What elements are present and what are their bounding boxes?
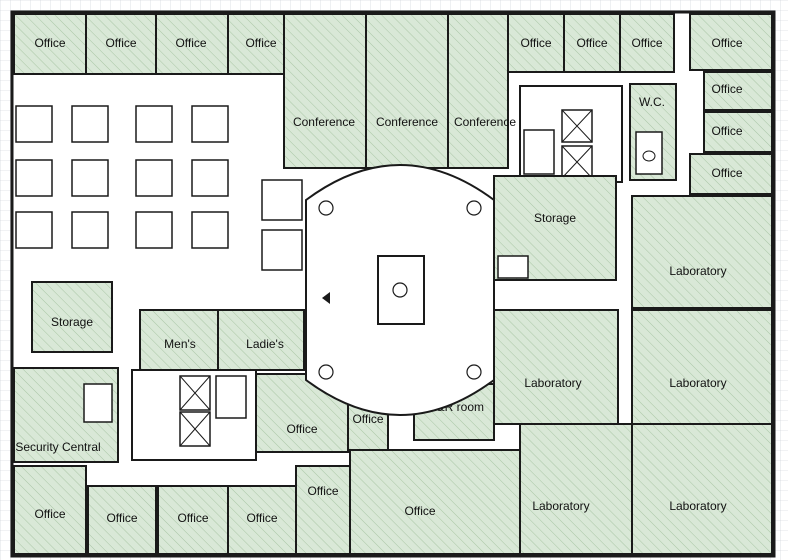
room-office-bottom-3: Office xyxy=(157,485,229,555)
room-mens: Men's xyxy=(139,309,219,371)
room-label: Office xyxy=(352,412,383,426)
room-label: Office xyxy=(711,124,742,138)
room-office-top-1: Office xyxy=(13,13,87,75)
toilet-icon xyxy=(642,150,656,162)
room-office-bottom-4: Office xyxy=(227,485,297,555)
room-label: Conference xyxy=(376,115,438,129)
wc-stall xyxy=(635,131,663,175)
room-office-right-4: Office xyxy=(689,153,773,195)
room-label: Men's xyxy=(164,337,196,351)
room-label: Office xyxy=(286,422,317,436)
room-label: Office xyxy=(711,166,742,180)
room-office-top-2: Office xyxy=(85,13,157,75)
workstation xyxy=(135,211,173,249)
room-label: W.C. xyxy=(639,95,665,109)
room-conference-2: Conference xyxy=(365,13,449,169)
room-office-top-5: Office xyxy=(507,13,565,73)
room-laboratory-2: Laboratory xyxy=(493,309,619,425)
room-label: Office xyxy=(175,36,206,50)
room-office-bottom-2: Office xyxy=(87,485,157,555)
room-laboratory-1: Laboratory xyxy=(631,195,773,309)
room-label: Laboratory xyxy=(669,499,726,513)
room-label: Office xyxy=(105,36,136,50)
room-label: Office xyxy=(246,511,277,525)
security-desk xyxy=(83,383,113,423)
workstation xyxy=(15,105,53,143)
room-wc: W.C. xyxy=(629,83,677,181)
room-label: Conference xyxy=(454,115,516,129)
room-label: Office xyxy=(576,36,607,50)
room-office-top-6: Office xyxy=(563,13,621,73)
room-label: Office xyxy=(631,36,662,50)
elevator-core-top xyxy=(519,85,623,183)
room-laboratory-5: Laboratory xyxy=(631,423,773,555)
plant-icon xyxy=(318,364,334,380)
room-office-mid-3: Office xyxy=(295,465,351,555)
room-office-right-3: Office xyxy=(703,111,773,153)
workstation xyxy=(15,159,53,197)
room-label: Office xyxy=(177,511,208,525)
room-label: Office xyxy=(307,484,338,498)
room-label: Conference xyxy=(293,115,355,129)
room-conference-3: Conference xyxy=(447,13,516,169)
entrance-arrow-icon xyxy=(322,292,330,304)
room-label: Office xyxy=(34,36,65,50)
workstation xyxy=(71,211,109,249)
central-atrium xyxy=(305,164,495,416)
room-label: Security Central xyxy=(15,440,100,454)
room-office-bottom-5: Office xyxy=(349,449,521,555)
workstation xyxy=(191,105,229,143)
workstation xyxy=(191,159,229,197)
room-conference-1: Conference xyxy=(283,13,367,169)
elevator-core-bottom xyxy=(131,369,257,461)
plant-icon xyxy=(318,200,334,216)
plant-icon xyxy=(466,200,482,216)
room-label: Laboratory xyxy=(669,376,726,390)
room-label: Office xyxy=(404,504,435,518)
workstation xyxy=(261,179,303,221)
workstation xyxy=(135,159,173,197)
room-label: Office xyxy=(520,36,551,50)
room-storage-right: Storage xyxy=(493,175,617,281)
room-office-right-2: Office xyxy=(703,71,773,111)
room-office-right-1: Office xyxy=(689,13,773,71)
room-label: Office xyxy=(245,36,276,50)
room-office-top-3: Office xyxy=(155,13,229,75)
workstation-cluster xyxy=(15,105,303,271)
workstation xyxy=(71,105,109,143)
room-label: Office xyxy=(34,507,65,521)
room-label: Laboratory xyxy=(669,264,726,278)
room-office-bottom-1: Office xyxy=(13,465,87,555)
room-label: Storage xyxy=(51,315,93,329)
room-label: Laboratory xyxy=(532,499,589,513)
room-office-top-7: Office xyxy=(619,13,675,73)
plant-icon xyxy=(466,364,482,380)
workstation xyxy=(15,211,53,249)
room-label: Office xyxy=(106,511,137,525)
workstation xyxy=(191,211,229,249)
room-label: Office xyxy=(711,82,742,96)
room-label: Ladie's xyxy=(246,337,284,351)
workstation xyxy=(71,159,109,197)
room-ladies: Ladie's xyxy=(217,309,305,371)
room-security-central: Security Central xyxy=(13,367,119,463)
room-laboratory-4: Laboratory xyxy=(519,423,633,555)
workstation xyxy=(135,105,173,143)
room-storage-left: Storage xyxy=(31,281,113,353)
plant-icon xyxy=(392,282,408,298)
room-label: Office xyxy=(711,36,742,50)
room-label: Laboratory xyxy=(524,376,581,390)
workstation xyxy=(261,229,303,271)
room-laboratory-3: Laboratory xyxy=(631,309,773,425)
stair xyxy=(523,129,555,175)
stair xyxy=(215,375,247,419)
room-label: Storage xyxy=(534,211,576,225)
